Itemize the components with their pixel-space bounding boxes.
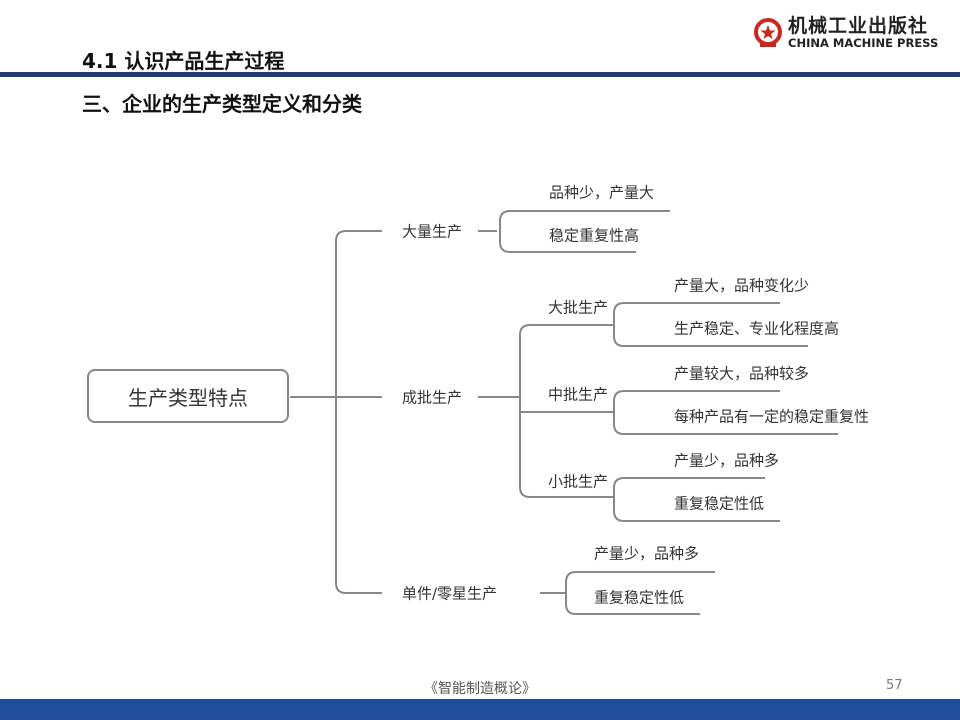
- leaf: 品种少，产量大: [549, 183, 655, 202]
- logo-cn: 机械工业出版社: [788, 15, 929, 37]
- node-mass: 大量生产: [402, 222, 463, 241]
- page-number: 57: [886, 678, 903, 693]
- leaf: 重复稳定性低: [674, 494, 765, 513]
- logo-en: CHINA MACHINE PRESS: [788, 36, 939, 50]
- leaf: 稳定重复性高: [549, 226, 640, 245]
- slide-title: 4.1 认识产品生产过程: [82, 49, 285, 73]
- emblem-icon: [754, 18, 782, 47]
- publisher-logo: 机械工业出版社 CHINA MACHINE PRESS: [752, 16, 938, 50]
- node-single: 单件/零星生产: [402, 584, 498, 603]
- leaf: 产量少，品种多: [674, 451, 780, 470]
- leaf: 重复稳定性低: [594, 588, 685, 607]
- leaf: 产量少，品种多: [594, 544, 700, 563]
- node-large-batch: 大批生产: [548, 298, 609, 317]
- leaf: 每种产品有一定的稳定重复性: [674, 407, 870, 426]
- header-divider: [0, 72, 960, 77]
- leaf: 生产稳定、专业化程度高: [674, 319, 840, 338]
- footer-bar: [0, 699, 960, 720]
- node-medium-batch: 中批生产: [548, 385, 609, 404]
- leaf: 产量大，品种变化少: [674, 276, 810, 295]
- slide-subtitle: 三、企业的生产类型定义和分类: [82, 92, 362, 116]
- node-batch: 成批生产: [402, 388, 463, 407]
- leaf: 产量较大，品种较多: [674, 364, 810, 383]
- node-small-batch: 小批生产: [548, 472, 609, 491]
- book-title: 《智能制造概论》: [424, 681, 536, 697]
- root-node: 生产类型特点: [87, 369, 289, 423]
